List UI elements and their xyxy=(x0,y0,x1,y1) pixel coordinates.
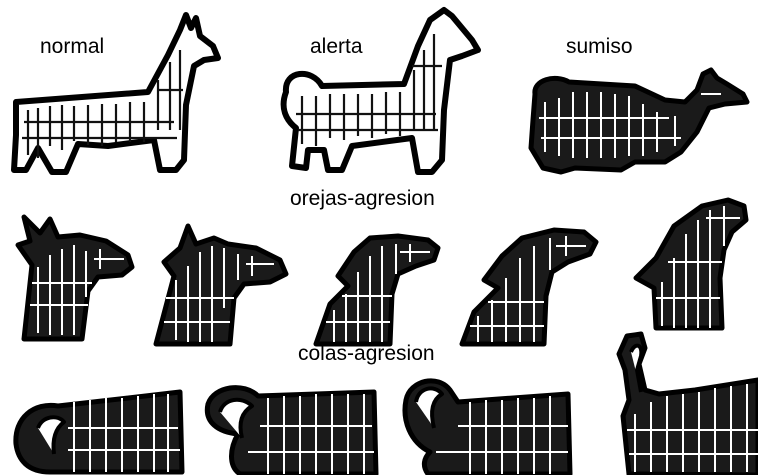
llama-alert-icon xyxy=(272,10,492,178)
label-sumiso: sumiso xyxy=(566,36,633,57)
tail-stage-4-icon xyxy=(615,330,758,475)
ear-stage-2-icon xyxy=(150,218,290,346)
tail-stage-3-icon xyxy=(400,372,572,475)
llama-submissive-icon xyxy=(525,62,750,174)
tail-stage-1-icon xyxy=(10,388,185,473)
tail-stage-2-icon xyxy=(198,382,380,475)
ear-stage-5-icon xyxy=(628,198,750,330)
llama-normal-icon xyxy=(8,10,223,178)
ear-stage-1-icon xyxy=(10,205,135,340)
label-orejas-agresion: orejas-agresion xyxy=(290,188,435,209)
ear-stage-3-icon xyxy=(308,222,443,346)
ear-stage-4-icon xyxy=(458,218,598,346)
